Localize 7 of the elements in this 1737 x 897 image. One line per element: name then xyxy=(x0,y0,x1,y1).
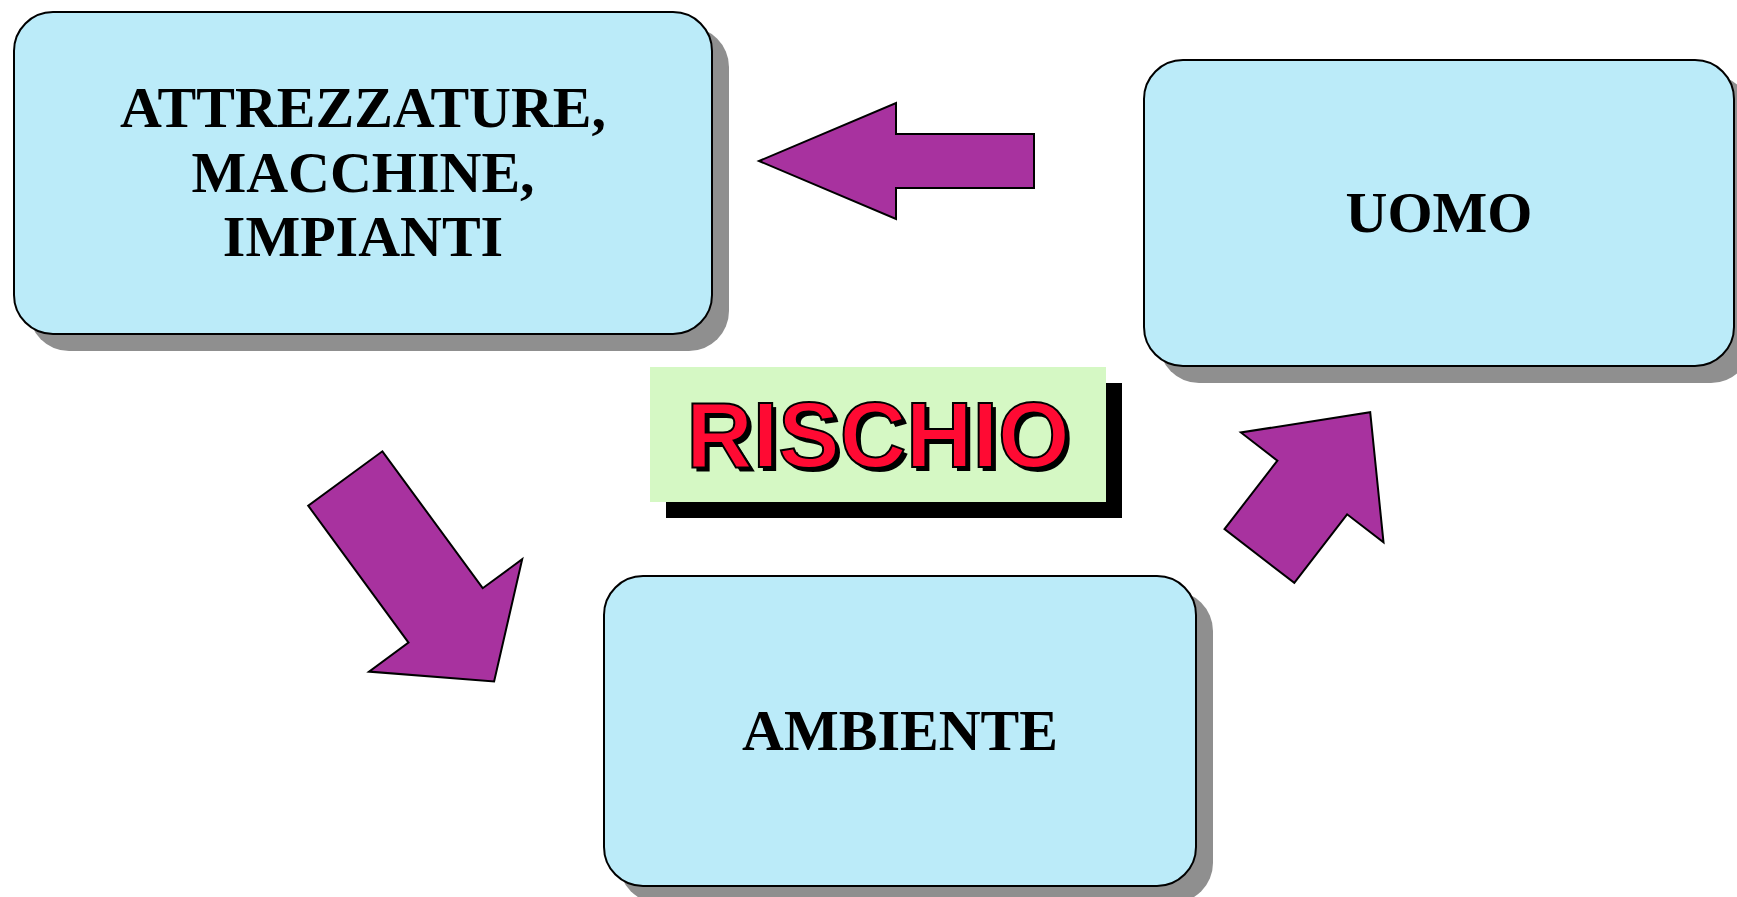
block-arrow xyxy=(306,449,524,683)
block-arrow xyxy=(1223,411,1385,585)
title-text: RISCHIO xyxy=(686,388,1070,481)
block-arrow xyxy=(756,101,1035,221)
box-label: AMBIENTE xyxy=(742,698,1058,764)
box-label: ATTREZZATURE, MACCHINE, IMPIANTI xyxy=(118,75,608,271)
box-label: UOMO xyxy=(1345,180,1533,246)
